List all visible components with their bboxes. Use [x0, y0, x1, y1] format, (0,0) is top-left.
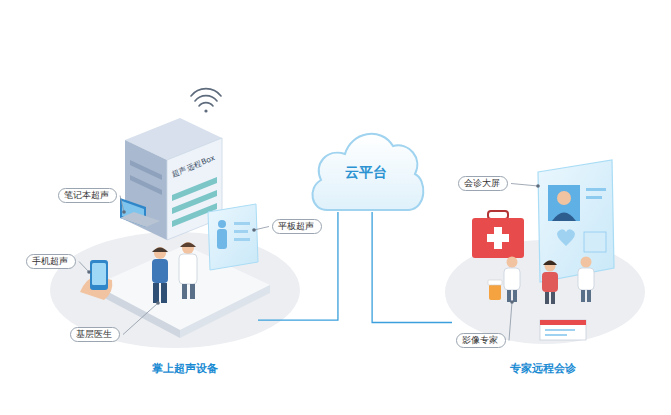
kit-cross — [487, 234, 509, 242]
phone-body — [90, 260, 108, 290]
screen-chart — [584, 232, 606, 252]
wifi-arc — [195, 96, 217, 101]
callout-tag: 平板超声 — [272, 219, 322, 234]
leader-line — [254, 227, 269, 231]
leader-dot — [252, 228, 256, 232]
screen-line — [586, 196, 602, 199]
leader-line — [511, 184, 538, 187]
leader-line — [120, 196, 124, 213]
doctor-hair — [180, 243, 196, 248]
wifi-dot — [204, 109, 207, 112]
leader-line — [79, 262, 89, 273]
callout-text: 平板超声 — [278, 221, 316, 232]
cloud-label: 云平台 — [305, 164, 427, 180]
doctor-leg — [190, 284, 195, 299]
callout-tag: 笔记本超声 — [58, 188, 117, 203]
group-heading: 掌上超声设备 — [152, 362, 218, 376]
panel-line — [234, 230, 248, 233]
wifi-arc — [191, 89, 221, 96]
expert-leg — [545, 292, 549, 304]
leader-line — [123, 303, 158, 335]
connector-line — [258, 212, 338, 320]
group-region: 掌上超声设备笔记本超声手机超声平板超声基层医生 — [30, 95, 258, 380]
bottle-cap — [488, 280, 502, 285]
expert-leg — [513, 290, 517, 302]
callout-tag: 影像专家 — [456, 333, 506, 348]
callout-tag: 基层医生 — [70, 327, 120, 342]
expert-leg — [551, 292, 555, 304]
leader-dot — [87, 270, 91, 274]
wifi-symbol — [191, 89, 221, 113]
screen-line — [586, 188, 606, 191]
big-screen — [538, 160, 614, 282]
doctor-body — [152, 259, 168, 283]
cloud-node: 云平台 — [305, 118, 427, 212]
doctor-coat — [179, 254, 197, 284]
kit-handle — [488, 211, 508, 219]
server-slot — [130, 160, 162, 180]
doctor-hair — [152, 248, 168, 253]
callout-text: 基层医生 — [76, 329, 114, 340]
floor-ellipse — [50, 232, 300, 348]
callout-tag: 手机超声 — [26, 254, 76, 269]
device-label: 超声远程Box — [170, 153, 216, 179]
leader-lines — [79, 184, 540, 341]
panel-line — [234, 238, 250, 241]
leader-dot — [510, 300, 514, 304]
wifi-arc — [199, 103, 213, 106]
report-card — [540, 320, 586, 340]
expert-body — [542, 272, 558, 292]
expert-coat — [504, 268, 520, 290]
expert-coat — [578, 268, 594, 290]
medical-kit — [472, 218, 524, 258]
expert-leg — [581, 290, 585, 302]
leader-dot — [156, 301, 160, 305]
callout-text: 笔记本超声 — [64, 190, 111, 201]
expert-head — [581, 257, 592, 268]
expert-leg — [507, 290, 511, 302]
panel-line — [234, 222, 250, 225]
leader-dot — [122, 210, 126, 214]
card-line — [545, 329, 575, 331]
callout-tag: 会诊大屏 — [458, 176, 508, 191]
callout-text: 会诊大屏 — [464, 178, 502, 189]
screen-photo — [548, 185, 580, 221]
callout-text: 手机超声 — [32, 256, 70, 267]
doctor-leg — [182, 284, 187, 299]
expert-hair — [543, 261, 557, 266]
body-head — [218, 220, 226, 228]
tablet-panel — [208, 204, 258, 270]
platform-side — [180, 285, 270, 338]
doctor-face — [557, 191, 571, 205]
doctor-leg — [153, 283, 159, 303]
group-region: 专家远程会诊 会诊大屏影像专家 — [452, 150, 642, 380]
group-heading: 专家远程会诊 — [510, 362, 576, 376]
leader-line — [509, 302, 512, 341]
phone-screen — [92, 263, 106, 285]
connector-line — [372, 212, 452, 323]
doctor-suit — [552, 213, 576, 222]
laptop-base — [120, 212, 160, 227]
callout-text: 影像专家 — [462, 335, 500, 346]
server-slot — [130, 175, 162, 195]
expert-leg — [587, 290, 591, 302]
body-figure — [217, 229, 227, 249]
heart-icon — [557, 229, 575, 246]
pill-bottle — [489, 284, 501, 300]
card-header — [540, 320, 586, 325]
leader-dot — [536, 184, 540, 188]
doctor-leg — [161, 283, 167, 303]
expert-head — [507, 257, 518, 268]
card-line — [545, 334, 567, 336]
